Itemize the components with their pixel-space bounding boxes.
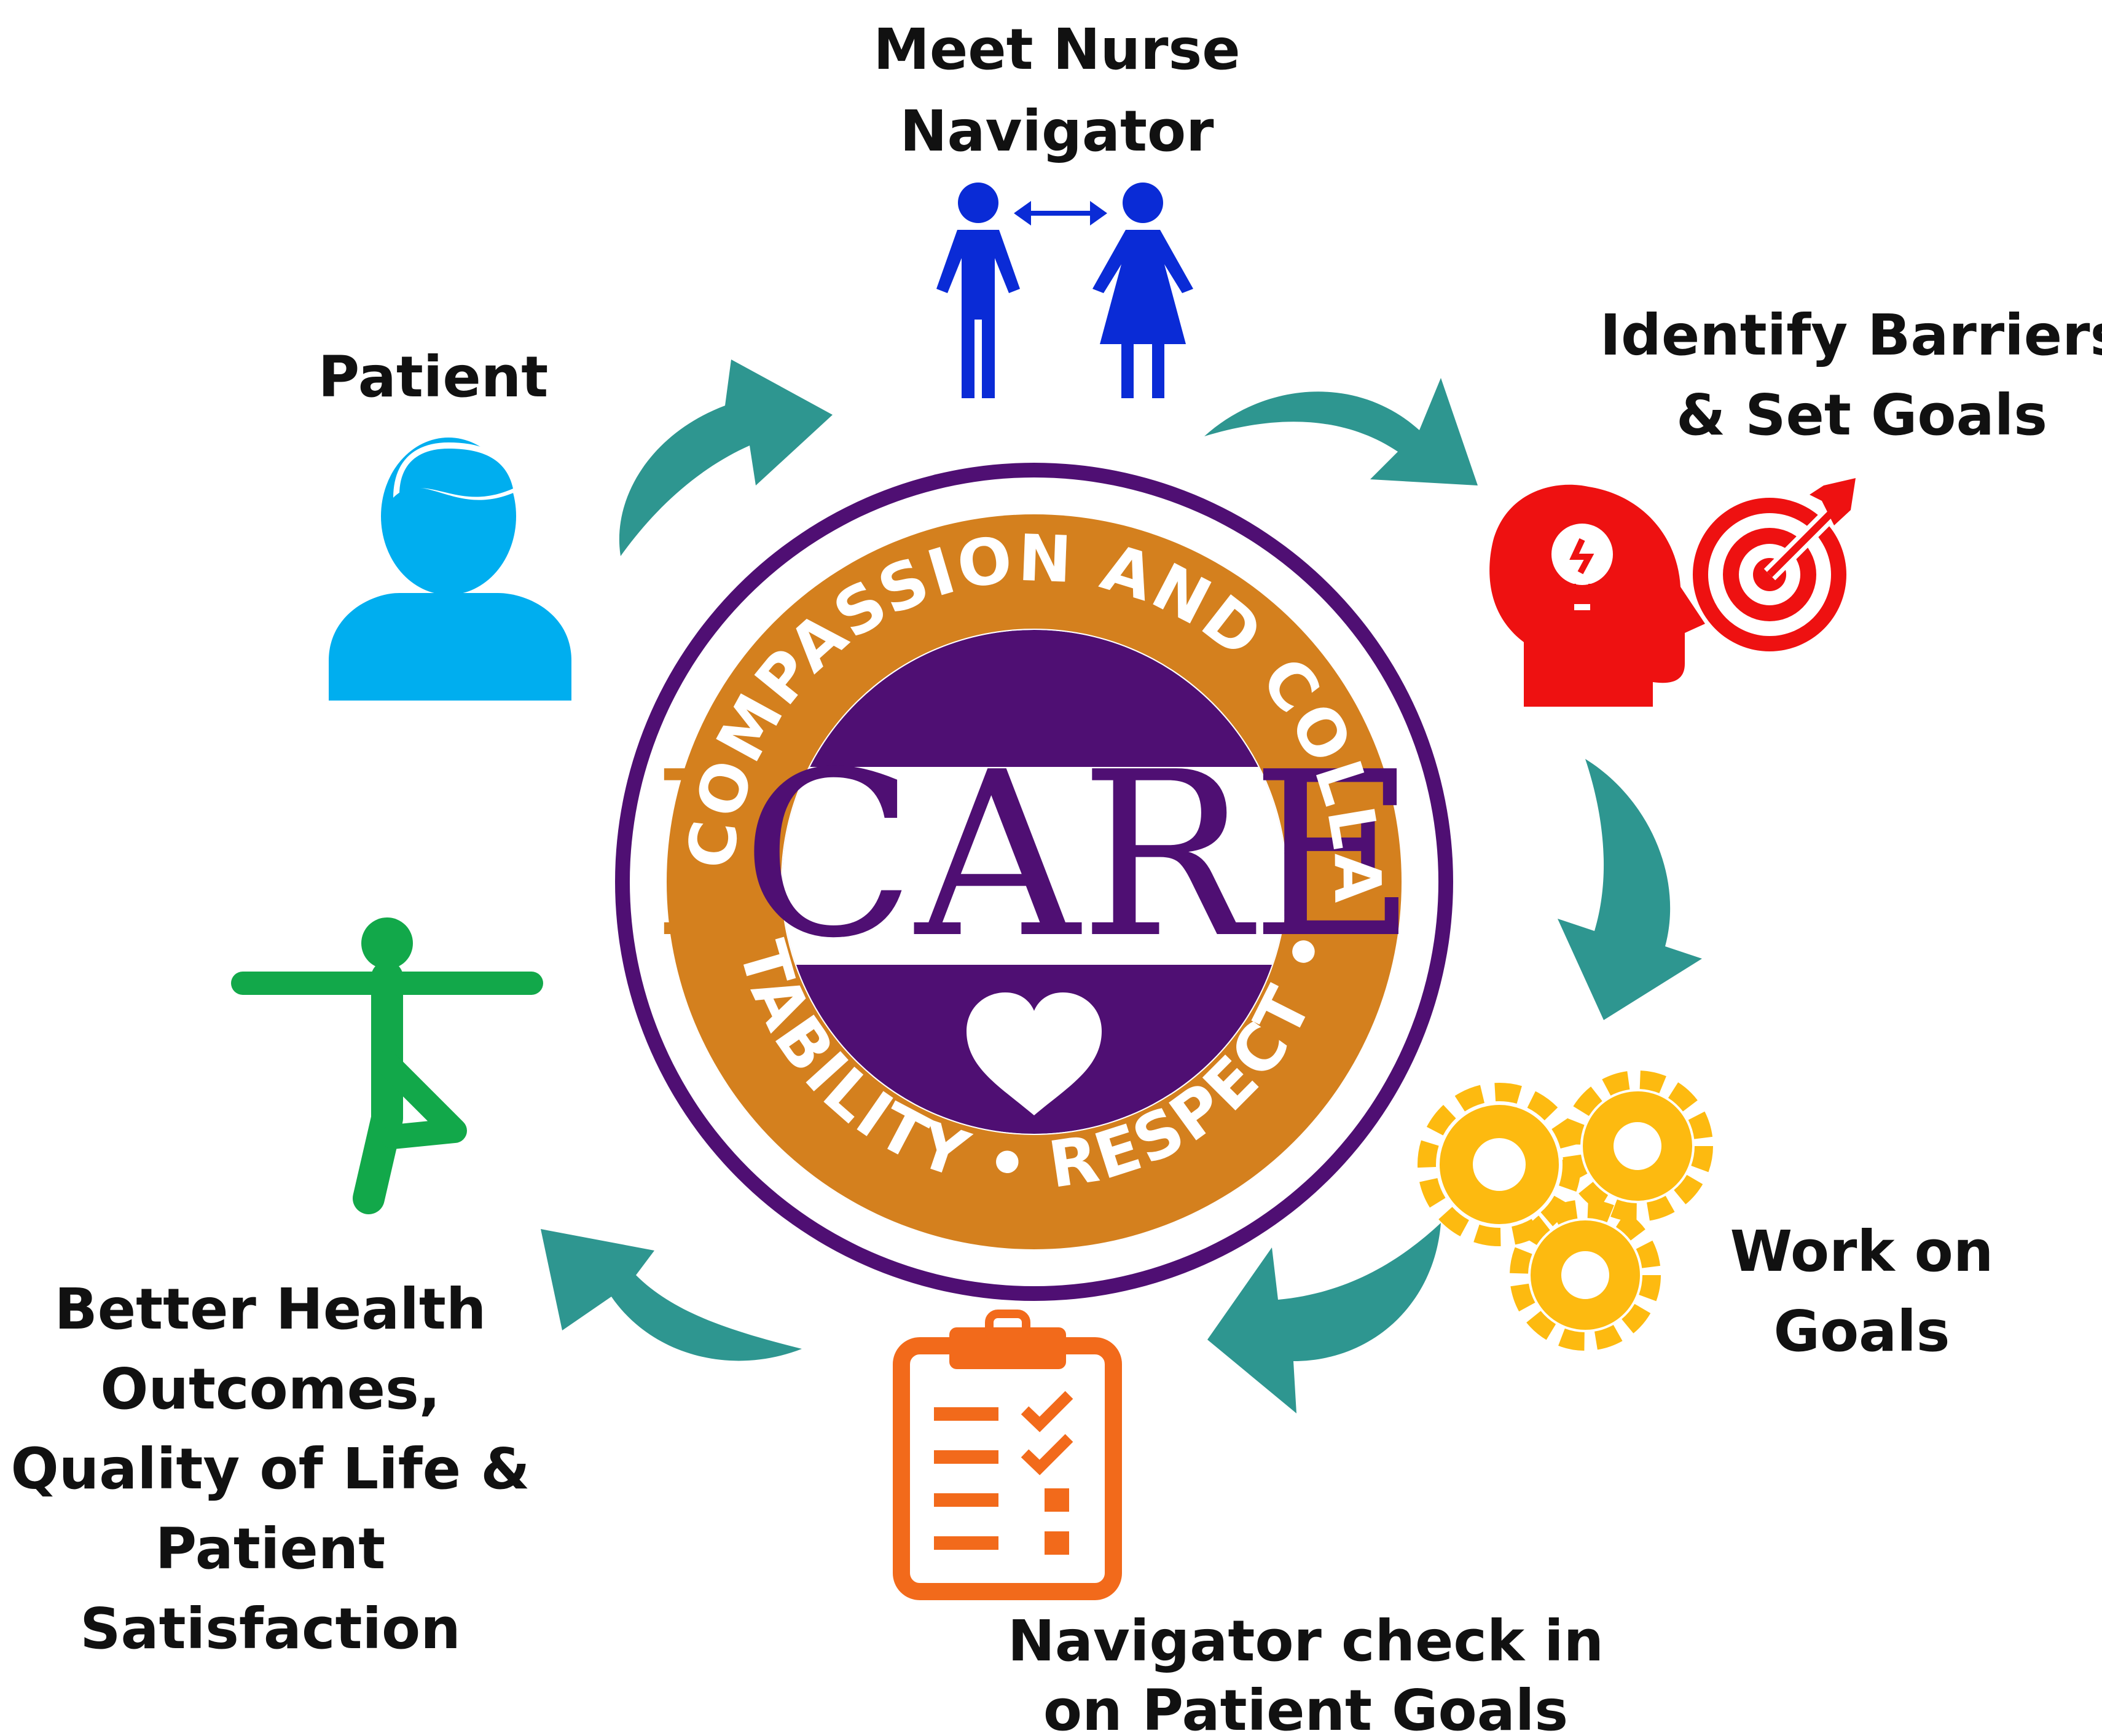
meet-nurse-label-line2: Navigator [900,98,1214,164]
lightbulb-head-and-target-icon [1489,478,1856,707]
logo-word-band [782,767,1286,965]
gears-icon [1418,1070,1713,1351]
identify-label-line2: & Set Goals [1676,382,2047,448]
checkin-label-line1: Navigator check in [1008,1608,1604,1674]
icare-logo: ICARE INTEGRITY • COMPASSION AND COLLABO… [615,463,1453,1301]
work-label-line2: Goals [1773,1298,1950,1364]
work-label-line1: Work on [1730,1219,1994,1284]
outcomes-label-line1: Better Health [55,1276,487,1342]
yoga-pose-icon [231,917,543,1214]
outcomes-label-line5: Satisfaction [80,1596,460,1662]
clipboard-checklist-icon [893,1310,1122,1600]
logo-wordmark: ICARE [651,724,1416,988]
gear-icon [1418,1083,1581,1246]
cycle-arrows [541,359,1702,1413]
meet-nurse-label-line1: Meet Nurse [873,17,1240,82]
outcomes-label-line3: Quality of Life & [11,1436,530,1502]
lightbulb-icon [1569,538,1594,602]
heart-icon [967,992,1102,1115]
identify-label-line1: Identify Barriers [1600,302,2102,368]
outcomes-label-line4: Patient [155,1516,385,1582]
arrow-identify-to-work [1558,759,1702,1020]
nurse-navigator-meeting-icon [936,183,1193,398]
gear-icon [1510,1200,1661,1351]
patient-icon [329,438,571,701]
target-icon [1693,478,1856,651]
arrow-checkin-to-outcomes [541,1229,802,1361]
arrow-work-to-checkin [1207,1223,1441,1413]
gear-icon [1562,1070,1713,1222]
patient-label: Patient [318,344,548,410]
arrow-nurse-to-identify [1204,378,1478,485]
head-icon [1489,484,1705,707]
arrow-patient-to-nurse [619,359,833,556]
outcomes-label-line2: Outcomes, [100,1356,440,1422]
checkin-label-line2: on Patient Goals [1043,1678,1568,1736]
